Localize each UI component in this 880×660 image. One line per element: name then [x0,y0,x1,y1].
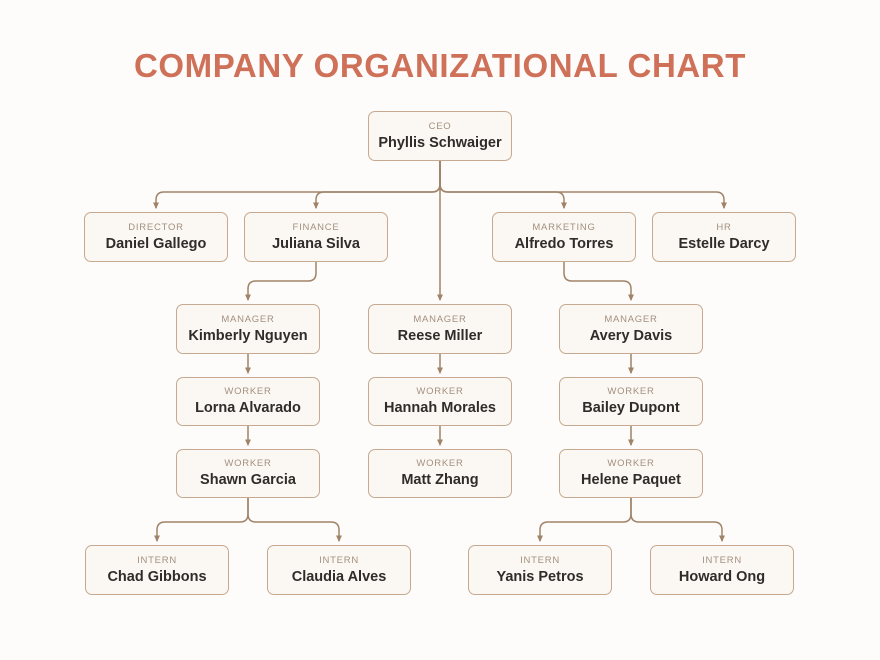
org-node-name: Hannah Morales [384,400,496,417]
org-node-name: Claudia Alves [291,568,387,585]
org-node-role: INTERN [520,554,560,566]
org-node-name: Helene Paquet [581,472,681,489]
org-node-hr[interactable]: HR Estelle Darcy [652,212,796,262]
org-node-name: Reese Miller [397,327,483,344]
org-node-role: WORKER [224,458,272,470]
org-node-name: Bailey Dupont [582,400,680,417]
org-node-role: MANAGER [221,313,275,325]
org-node-wk1b[interactable]: WORKER Shawn Garcia [176,449,320,498]
org-node-name: Alfredo Torres [514,235,614,252]
org-node-name: Matt Zhang [401,472,479,489]
org-node-role: WORKER [607,386,655,398]
org-node-name: Chad Gibbons [107,568,207,585]
org-node-name: Yanis Petros [496,568,584,585]
org-node-name: Juliana Silva [272,235,360,252]
org-node-role: CEO [428,120,452,132]
org-node-name: Daniel Gallego [105,235,207,252]
org-node-role: INTERN [319,554,359,566]
org-node-mgr3[interactable]: MANAGER Avery Davis [559,304,703,354]
org-node-role: DIRECTOR [128,221,184,233]
org-node-name: Estelle Darcy [678,235,770,252]
org-node-name: Avery Davis [589,327,673,344]
org-node-role: WORKER [607,458,655,470]
org-node-role: INTERN [137,554,177,566]
org-node-role: WORKER [416,458,464,470]
org-node-name: Lorna Alvarado [195,400,301,417]
org-node-int3[interactable]: INTERN Yanis Petros [468,545,612,595]
org-node-wk2a[interactable]: WORKER Hannah Morales [368,377,512,426]
page-title: COMPANY ORGANIZATIONAL CHART [133,47,746,84]
org-node-ceo[interactable]: CEO Phyllis Schwaiger [368,111,512,161]
org-node-role: HR [716,221,732,233]
org-node-marketing[interactable]: MARKETING Alfredo Torres [492,212,636,262]
org-node-role: FINANCE [292,221,340,233]
org-node-wk1a[interactable]: WORKER Lorna Alvarado [176,377,320,426]
org-node-name: Shawn Garcia [200,472,296,489]
org-node-wk2b[interactable]: WORKER Matt Zhang [368,449,512,498]
org-node-role: WORKER [224,386,272,398]
org-node-role: INTERN [702,554,742,566]
org-node-role: MANAGER [413,313,467,325]
org-node-role: MARKETING [532,221,596,233]
org-node-role: MANAGER [604,313,658,325]
org-node-int1[interactable]: INTERN Chad Gibbons [85,545,229,595]
org-node-mgr2[interactable]: MANAGER Reese Miller [368,304,512,354]
org-node-name: Phyllis Schwaiger [378,134,502,151]
org-node-int4[interactable]: INTERN Howard Ong [650,545,794,595]
org-node-name: Howard Ong [678,568,766,585]
org-node-role: WORKER [416,386,464,398]
org-node-director[interactable]: DIRECTOR Daniel Gallego [84,212,228,262]
org-node-wk3b[interactable]: WORKER Helene Paquet [559,449,703,498]
org-node-int2[interactable]: INTERN Claudia Alves [267,545,411,595]
org-node-name: Kimberly Nguyen [188,327,308,344]
org-node-wk3a[interactable]: WORKER Bailey Dupont [559,377,703,426]
org-node-finance[interactable]: FINANCE Juliana Silva [244,212,388,262]
org-node-mgr1[interactable]: MANAGER Kimberly Nguyen [176,304,320,354]
